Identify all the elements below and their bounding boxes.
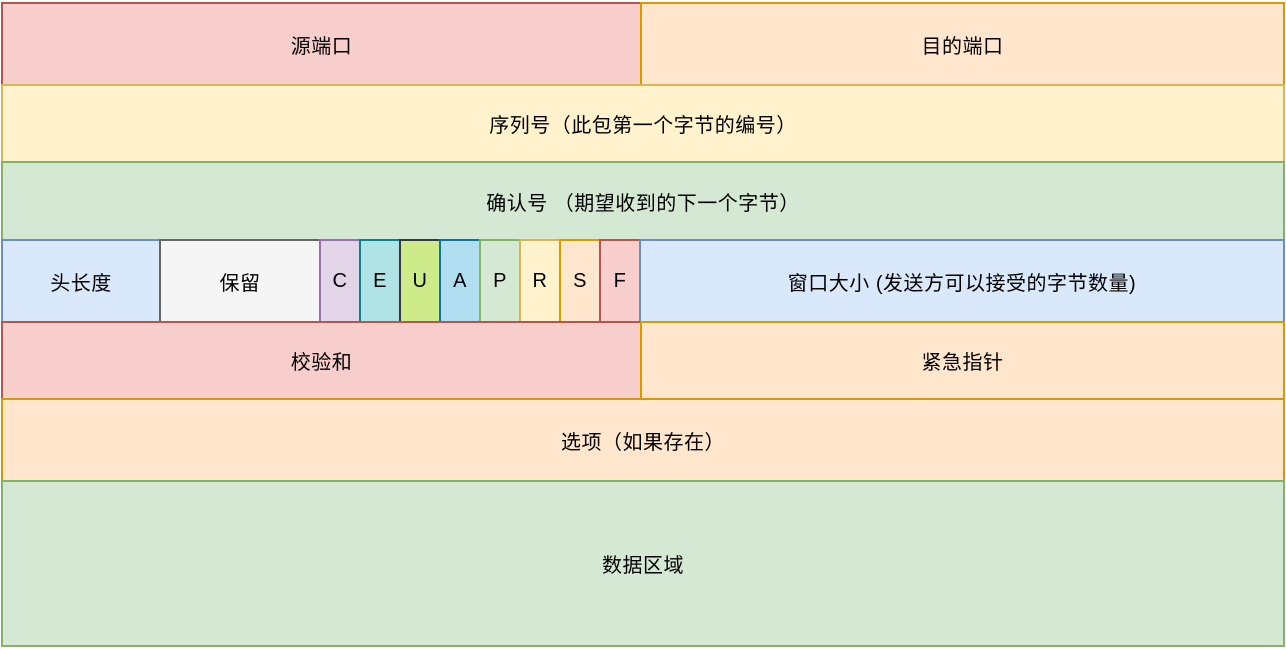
- flag-syn: S: [559, 239, 601, 323]
- row-checksum-urgent: 校验和 紧急指针: [1, 321, 1285, 400]
- field-source-port: 源端口: [1, 2, 642, 86]
- row-data-area: 数据区域: [1, 480, 1285, 647]
- flag-ack: A: [439, 239, 481, 323]
- row-sequence-number: 序列号（此包第一个字节的编号）: [1, 84, 1285, 163]
- row-ack-number: 确认号 （期望收到的下一个字节）: [1, 161, 1285, 241]
- flag-urg: U: [399, 239, 441, 323]
- field-urgent-pointer: 紧急指针: [640, 321, 1285, 400]
- row-options: 选项（如果存在）: [1, 398, 1285, 482]
- row-ports: 源端口 目的端口: [1, 2, 1285, 86]
- field-destination-port: 目的端口: [640, 2, 1285, 86]
- field-ack-number: 确认号 （期望收到的下一个字节）: [1, 161, 1285, 241]
- flag-psh: P: [479, 239, 521, 323]
- flag-rst: R: [519, 239, 561, 323]
- flag-ece: E: [359, 239, 401, 323]
- field-options: 选项（如果存在）: [1, 398, 1285, 482]
- field-header-length: 头长度: [1, 239, 161, 323]
- flag-cwr: C: [319, 239, 361, 323]
- field-window-size: 窗口大小 (发送方可以接受的字节数量): [639, 239, 1285, 323]
- flag-fin: F: [599, 239, 641, 323]
- field-data-area: 数据区域: [1, 480, 1285, 647]
- field-sequence-number: 序列号（此包第一个字节的编号）: [1, 84, 1285, 163]
- field-checksum: 校验和: [1, 321, 642, 400]
- row-flags: 头长度 保留 C E U A P R S F 窗口大小 (发送方可以接受的字节数…: [1, 239, 1285, 323]
- field-reserved: 保留: [159, 239, 321, 323]
